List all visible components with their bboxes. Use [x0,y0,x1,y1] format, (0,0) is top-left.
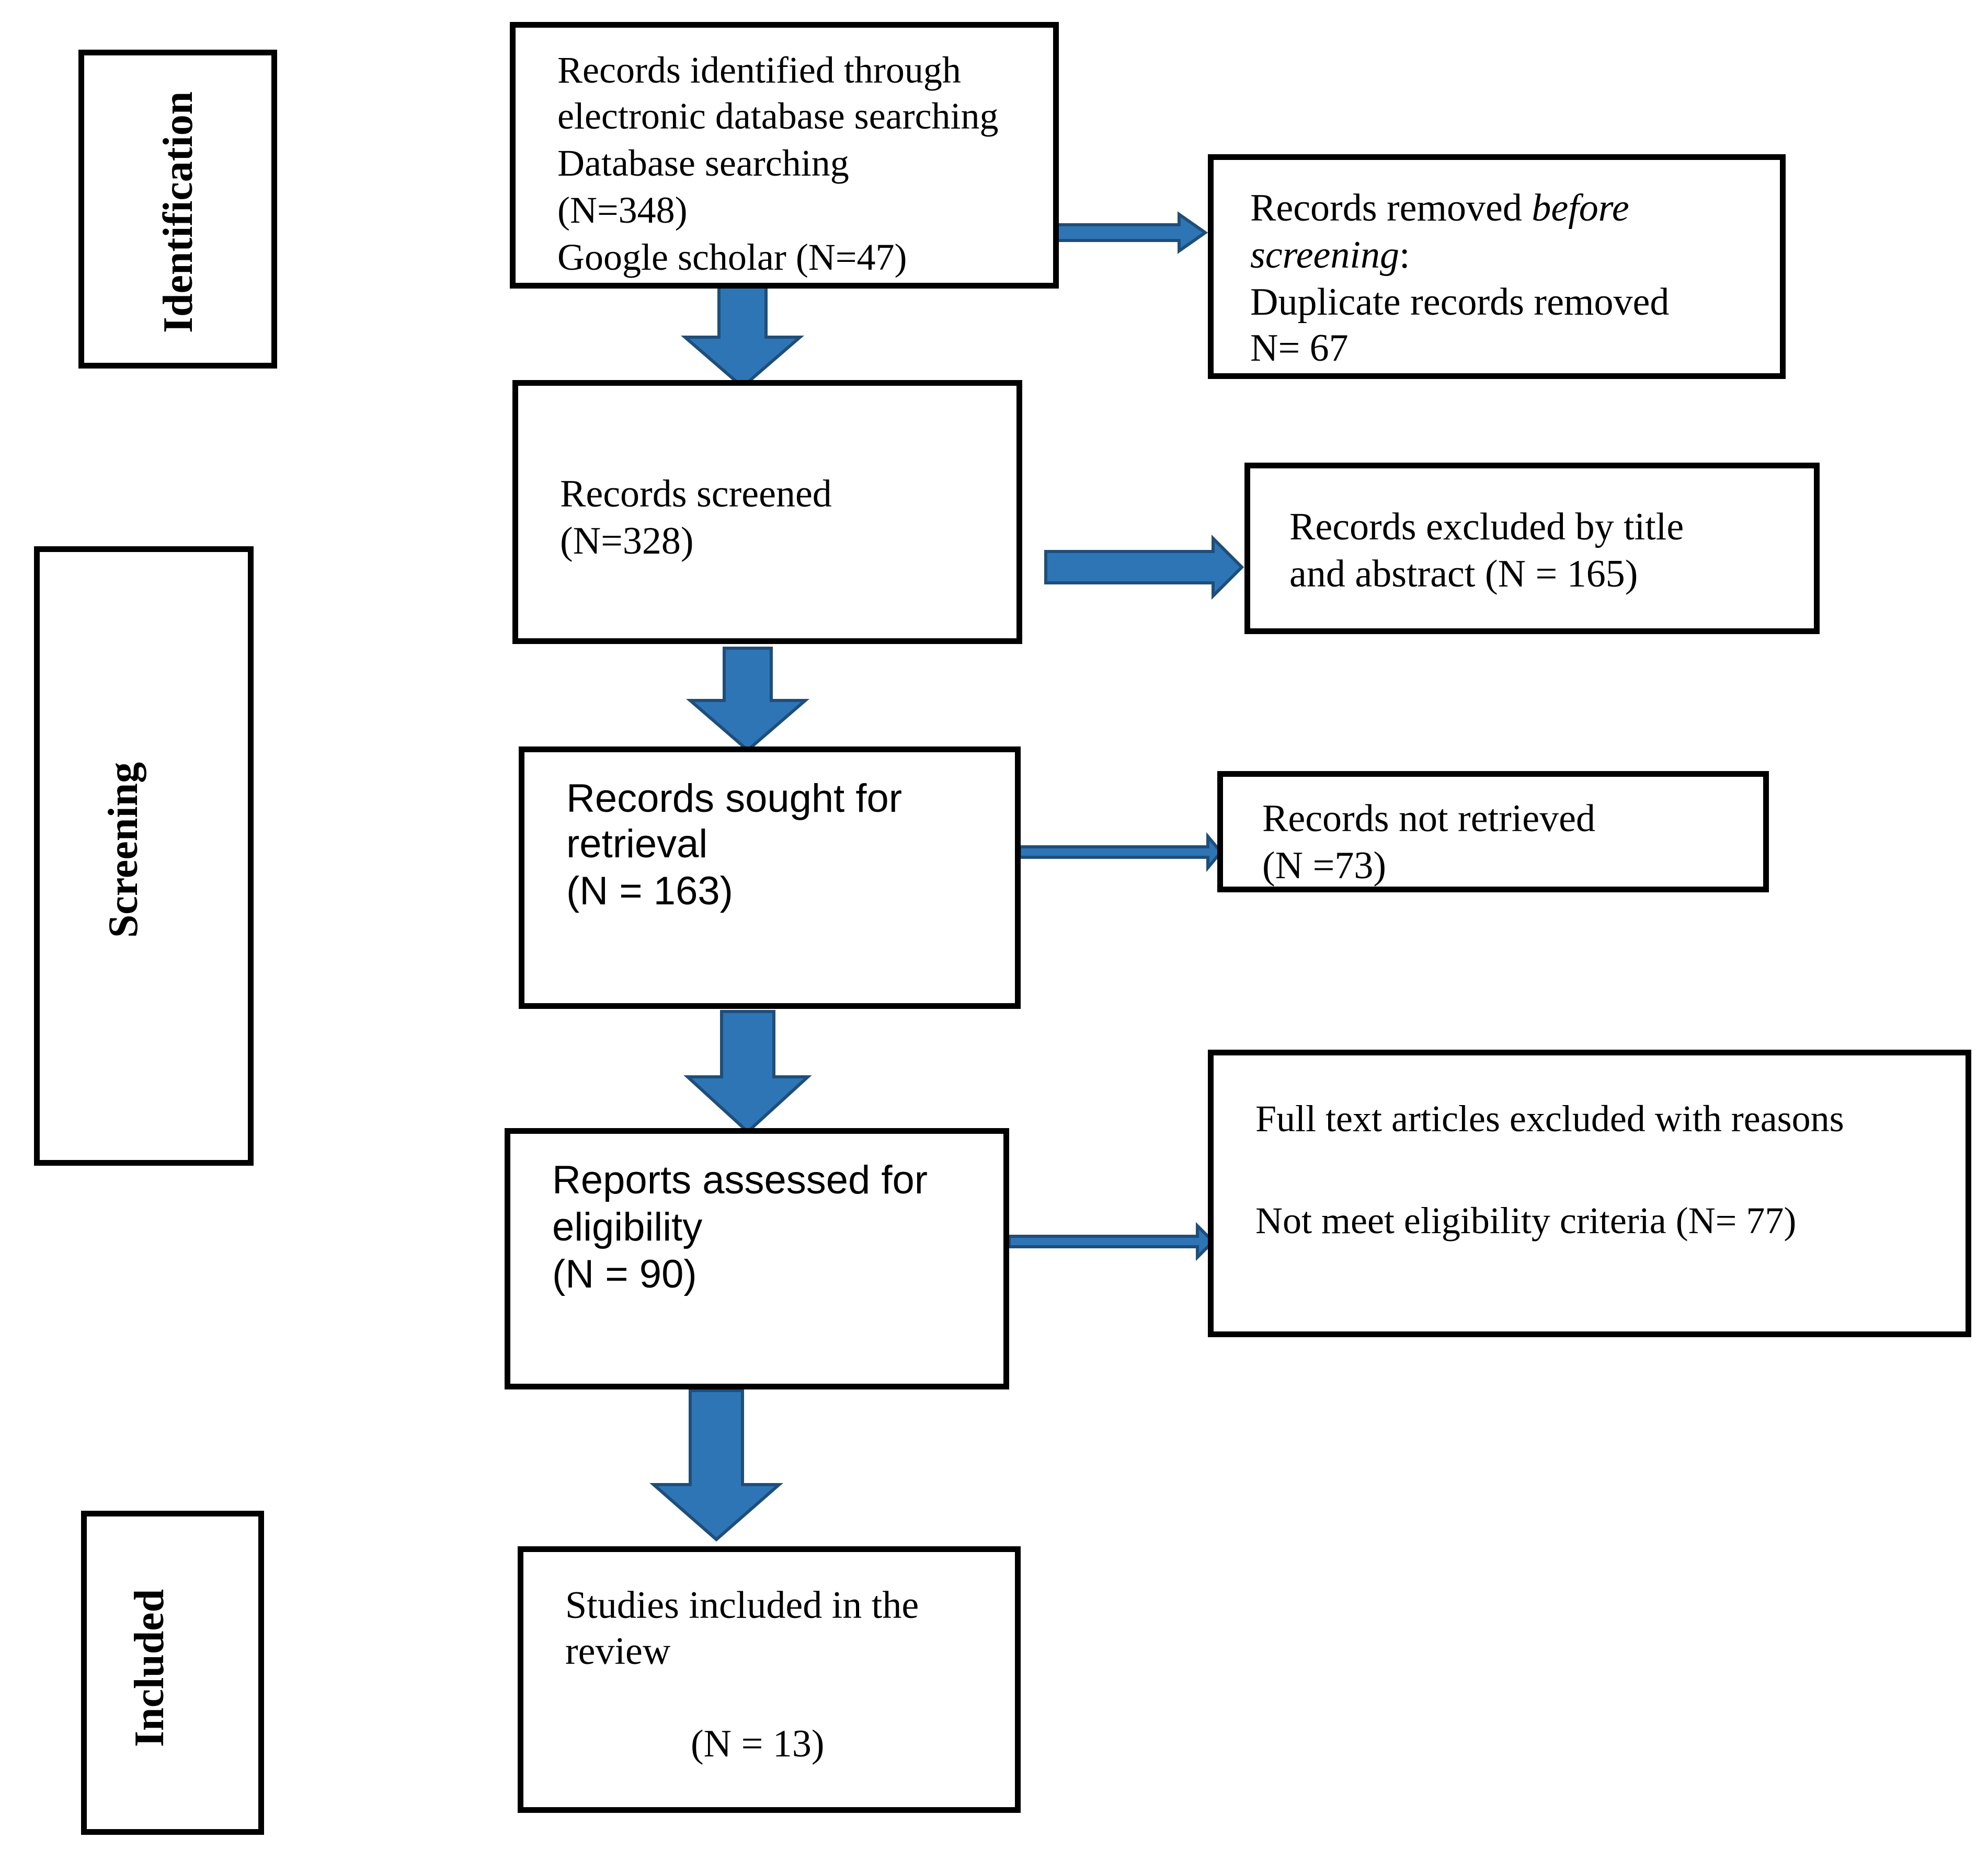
records-removed-line4: N= 67 [1250,327,1349,370]
records-screened-line1: Records screened [560,473,832,515]
records-removed-colon: : [1399,234,1410,277]
down-arrow-3 [683,1010,812,1134]
records-removed-line2: screening: [1250,233,1410,278]
studies-included-box: Studies included in the review (N = 13) [518,1546,1021,1813]
records-removed-prefix: Records removed [1250,187,1532,229]
records-sought-box: Records sought for retrieval (N = 163) [519,746,1021,1009]
stage-screening-label: Screening [100,762,146,938]
reports-assessed-line1: Reports assessed for [552,1158,928,1202]
records-sought-line3: (N = 163) [566,869,733,913]
reports-assessed-line2: eligibility [552,1205,703,1249]
fulltext-excluded-line1: Full text articles excluded with reasons [1255,1098,1844,1140]
records-not-retrieved-box: Records not retrieved (N =73) [1217,771,1769,892]
stage-identification-label: Identification [155,91,201,334]
right-arrow-4 [1008,1222,1216,1261]
records-removed-line3: Duplicate records removed [1250,281,1670,324]
records-excluded-line1: Records excluded by title [1289,505,1684,548]
right-arrow-2 [1044,534,1244,600]
records-excluded-line2: and abstract (N = 165) [1289,553,1638,595]
stage-screening-box: Screening [34,546,254,1166]
records-screened-box: Records screened (N=328) [512,380,1022,644]
records-not-retrieved-line2: (N =73) [1262,844,1386,887]
studies-included-line2: review [565,1630,671,1673]
down-arrow-2 [685,647,810,752]
fulltext-excluded-box: Full text articles excluded with reasons… [1208,1050,1971,1337]
down-arrow-1 [680,283,805,389]
right-arrow-3 [1018,832,1223,872]
records-removed-italic-screening: screening [1250,234,1399,277]
stage-included-box: Included [81,1511,264,1835]
studies-included-line3: (N = 13) [691,1722,825,1765]
records-sought-line1: Records sought for [566,776,902,821]
records-excluded-title-box: Records excluded by title and abstract (… [1244,463,1820,634]
records-identified-line1: Records identified through [557,49,961,91]
records-identified-box: Records identified through electronic da… [510,22,1059,289]
records-identified-line3: Database searching [557,142,849,184]
records-screened-line2: (N=328) [560,520,694,562]
records-removed-box: Records removed before screening: Duplic… [1208,154,1786,379]
records-not-retrieved-line1: Records not retrieved [1262,797,1595,840]
records-removed-line1: Records removed before [1250,186,1629,231]
studies-included-line1: Studies included in the [565,1584,919,1627]
records-sought-line2: retrieval [566,822,708,866]
records-identified-line2: electronic database searching [557,95,999,137]
reports-assessed-box: Reports assessed for eligibility (N = 90… [505,1128,1009,1389]
records-identified-line4: (N=348) [557,189,688,231]
stage-included-label: Included [127,1589,173,1748]
records-identified-line5: Google scholar (N=47) [557,236,907,278]
reports-assessed-line3: (N = 90) [552,1252,697,1296]
fulltext-excluded-line2: Not meet eligibility criteria (N= 77) [1255,1200,1797,1242]
records-removed-italic-before: before [1532,187,1629,229]
stage-identification-box: Identification [78,50,277,369]
right-arrow-1 [1055,211,1208,254]
down-arrow-4 [649,1389,783,1542]
